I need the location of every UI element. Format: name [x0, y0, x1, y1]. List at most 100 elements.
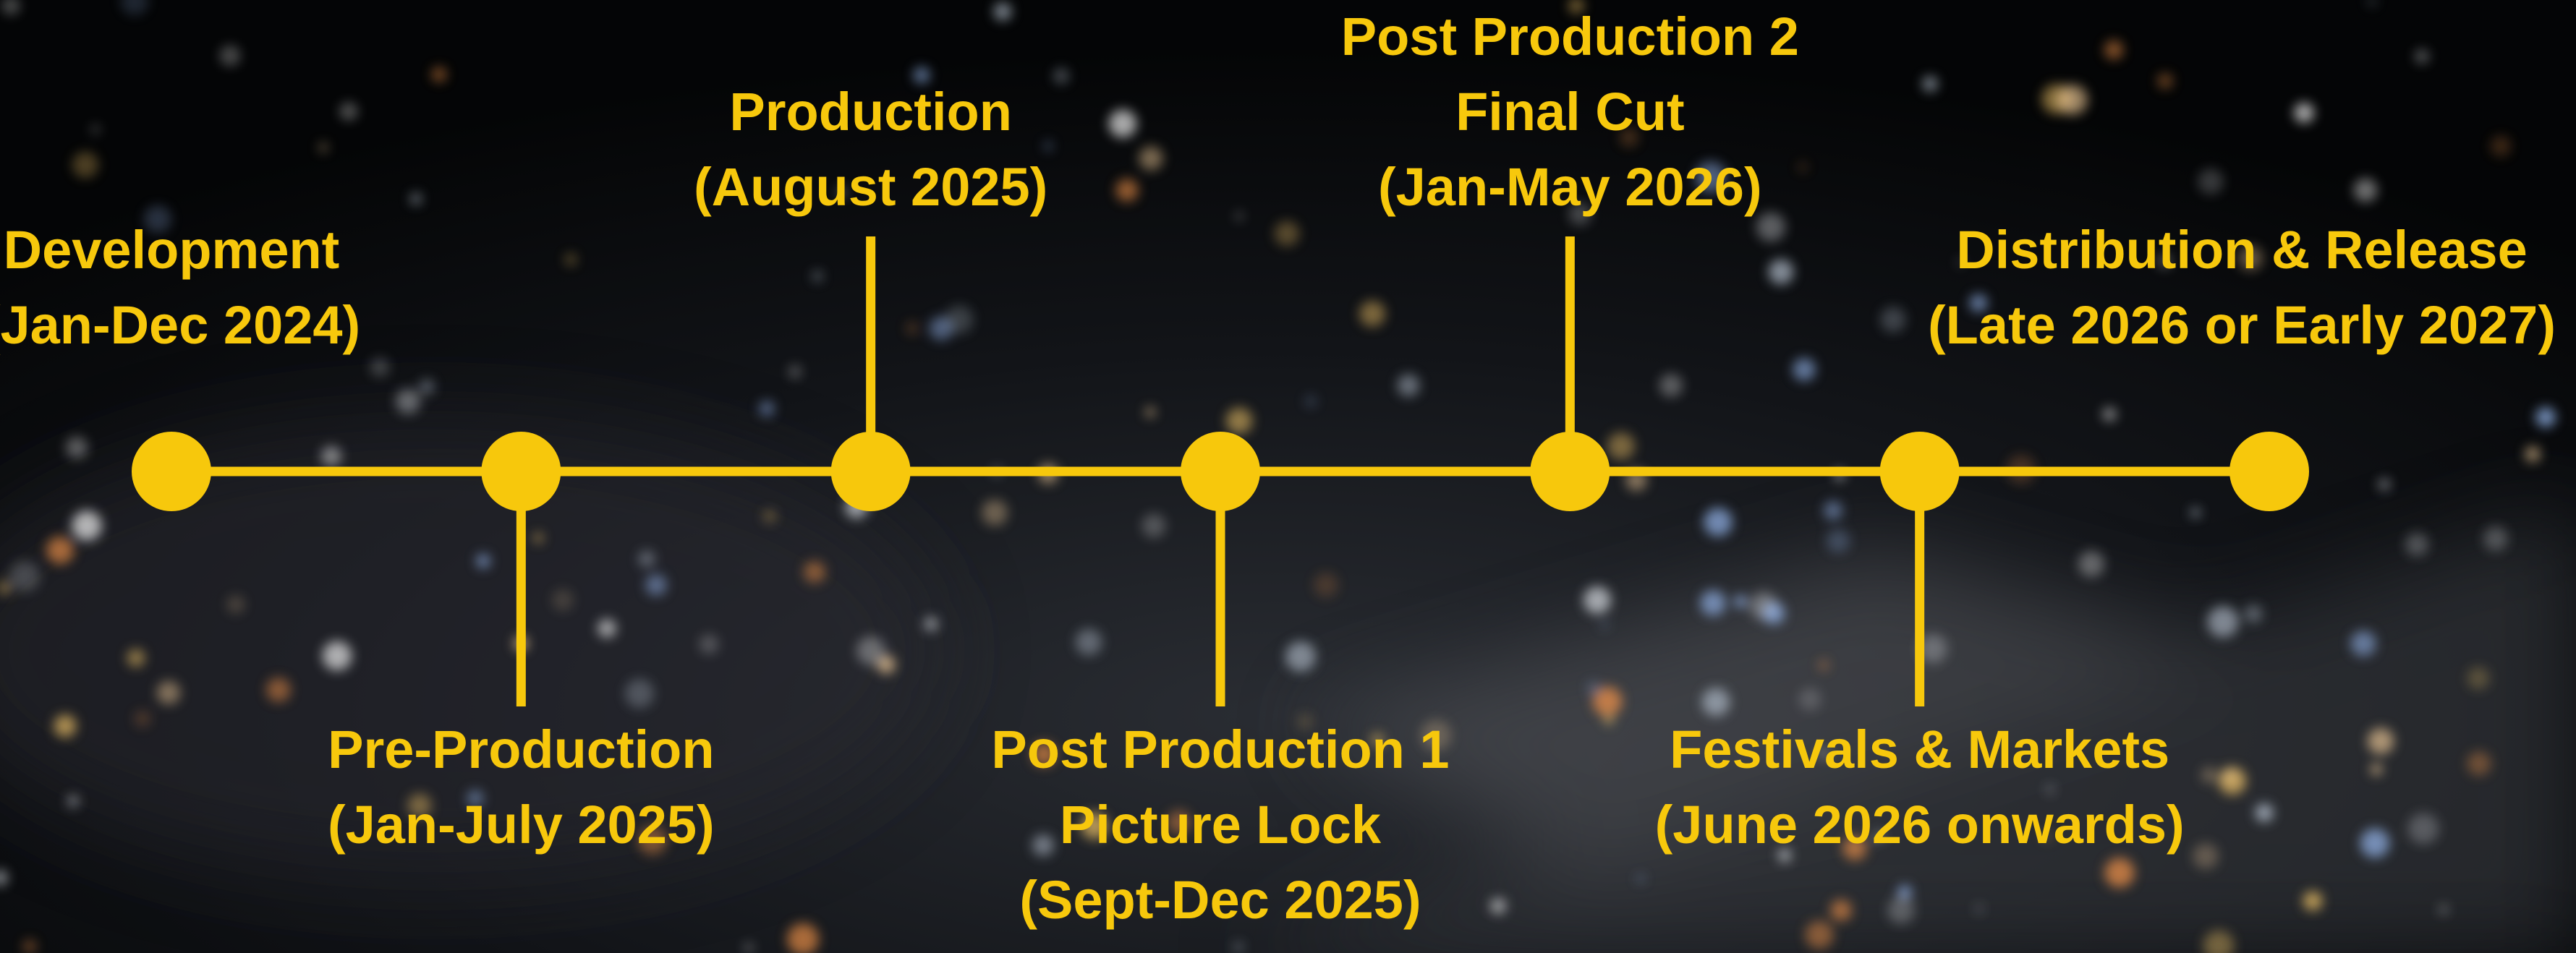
milestone-dot-development	[132, 432, 211, 511]
stage-label-line: Pre-Production	[328, 719, 715, 779]
milestone-dot-post-production-1	[1181, 432, 1260, 511]
bokeh-light	[624, 678, 655, 709]
bokeh-light	[812, 270, 823, 282]
bokeh-light	[759, 401, 775, 416]
bokeh-light	[2244, 604, 2263, 623]
bokeh-light	[2379, 479, 2390, 490]
bokeh-light	[72, 510, 102, 541]
bokeh-light	[787, 923, 819, 953]
bokeh-light	[1778, 849, 1791, 862]
bokeh-light	[2365, 0, 2379, 8]
bokeh-light	[134, 710, 151, 727]
bokeh-light	[1874, 832, 1884, 842]
bokeh-light	[2371, 764, 2382, 775]
bokeh-light	[1826, 529, 1850, 553]
bokeh-light	[1042, 140, 1054, 152]
bokeh-light	[1145, 407, 1155, 417]
bokeh-light	[1285, 641, 1316, 672]
stage-label-line: (Late 2026 or Early 2027)	[1928, 295, 2556, 355]
stage-label-line: (August 2025)	[694, 157, 1048, 217]
bokeh-light	[1359, 301, 1385, 327]
bokeh-light	[1234, 211, 1244, 221]
bokeh-light	[2078, 551, 2104, 577]
bokeh-light	[2360, 828, 2390, 858]
bokeh-light	[1233, 941, 1244, 953]
bokeh-light	[1695, 161, 1727, 193]
bokeh-light	[1304, 394, 1318, 409]
stage-label-line: Production	[729, 82, 1012, 142]
bokeh-light	[856, 636, 885, 665]
bokeh-light	[1139, 146, 1163, 171]
bokeh-light	[1704, 508, 1733, 537]
bokeh-light	[2045, 785, 2055, 795]
stage-label-line: (June 2026 onwards)	[1654, 795, 2185, 855]
bokeh-light	[598, 619, 616, 638]
bokeh-light	[2201, 766, 2218, 784]
bokeh-light	[982, 500, 1008, 526]
bokeh-light	[1296, 713, 1314, 730]
bokeh-light	[339, 102, 358, 121]
bokeh-light	[1490, 898, 1506, 914]
bokeh-light	[905, 321, 919, 336]
bokeh-light	[1, 0, 20, 15]
bokeh-light	[2157, 73, 2173, 89]
bokeh-light	[226, 595, 245, 614]
bokeh-light	[1397, 374, 1420, 397]
bokeh-light	[120, 0, 149, 16]
bokeh-light	[1798, 688, 1822, 711]
bokeh-light	[1842, 836, 1867, 860]
bokeh-light	[266, 678, 291, 702]
bokeh-light	[2057, 85, 2088, 115]
stage-label-pre-production: Pre-Production (Jan-July 2025)	[328, 712, 715, 863]
bokeh-light	[1768, 259, 1794, 285]
stage-label-line: (Jan-July 2025)	[327, 795, 715, 855]
bokeh-light	[2041, 831, 2053, 842]
bokeh-light	[2102, 407, 2117, 422]
stage-label-line: (Jan-Dec 2024)	[0, 295, 361, 355]
stage-label-production: Production (August 2025)	[694, 74, 1047, 225]
stage-label-line: Distribution & Release	[1956, 220, 2528, 280]
bokeh-light	[467, 790, 484, 807]
bokeh-light	[1584, 586, 1611, 614]
bokeh-light	[46, 537, 74, 564]
stage-label-development: Development(Jan-Dec 2024)	[0, 213, 360, 363]
bokeh-light	[2198, 168, 2224, 195]
bokeh-light	[2350, 631, 2376, 657]
bokeh-light	[2407, 813, 2439, 845]
bokeh-light	[1586, 681, 1599, 694]
bokeh-light	[1805, 920, 1834, 949]
bokeh-light	[1115, 179, 1139, 202]
bokeh-light	[1819, 748, 1829, 758]
bokeh-light	[156, 680, 181, 705]
stage-label-line: (Jan-May 2026)	[1378, 157, 1762, 217]
bokeh-light	[322, 641, 352, 671]
stage-label-line: Festivals & Markets	[1670, 719, 2170, 779]
bokeh-light	[1607, 432, 1635, 460]
bokeh-light	[1823, 500, 1843, 521]
bokeh-light	[1142, 513, 1166, 538]
bokeh-light	[419, 379, 435, 395]
bokeh-light	[2294, 103, 2314, 123]
bokeh-light	[2467, 667, 2490, 690]
bokeh-light	[803, 560, 826, 584]
bokeh-light	[993, 2, 1012, 21]
bokeh-light	[564, 253, 577, 266]
bokeh-light	[2191, 508, 2200, 517]
milestone-dot-distribution-release	[2229, 432, 2309, 511]
bokeh-light	[1830, 899, 1852, 921]
bokeh-light	[1756, 212, 1786, 242]
milestone-dot-festivals-markets	[1879, 432, 1960, 511]
stage-label-line: Post Production 1	[991, 719, 1450, 779]
bokeh-light	[476, 554, 490, 568]
bokeh-light	[1568, 0, 1584, 14]
bokeh-light	[1619, 127, 1639, 148]
stage-label-distribution-release: Distribution & Release (Late 2026 or Earl…	[1928, 213, 2556, 363]
bokeh-light	[1053, 68, 1069, 84]
bokeh-light	[788, 364, 802, 379]
bokeh-light	[2222, 768, 2237, 782]
bokeh-light	[1274, 221, 1300, 247]
bokeh-light	[1955, 257, 1965, 268]
bokeh-light	[395, 388, 421, 414]
